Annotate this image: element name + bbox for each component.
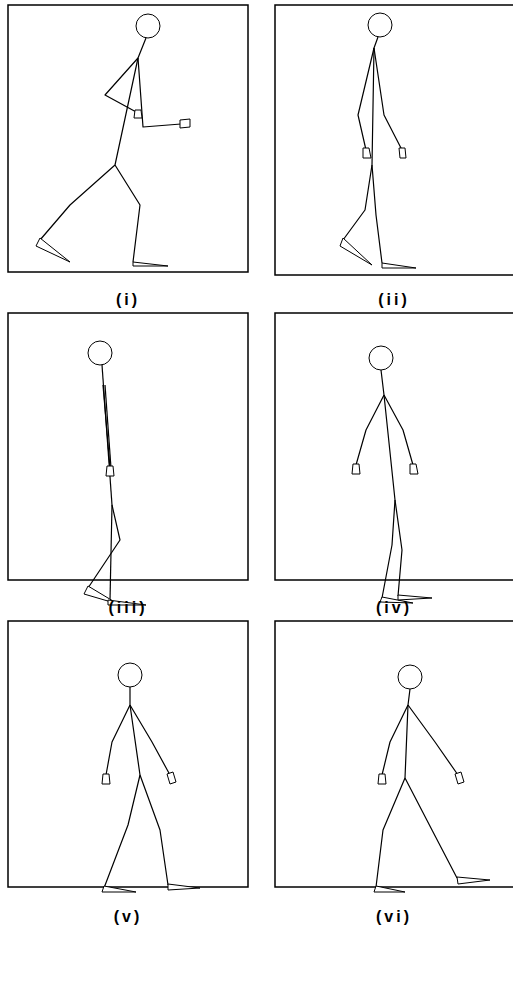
- arm: [138, 58, 181, 127]
- leg: [115, 165, 140, 262]
- leg: [405, 778, 457, 878]
- hand: [180, 119, 190, 128]
- hand: [102, 774, 110, 784]
- panel-caption: (iii): [109, 599, 148, 617]
- torso: [381, 370, 395, 500]
- head: [88, 341, 112, 365]
- hand: [399, 148, 406, 158]
- head: [368, 13, 392, 37]
- leg: [372, 165, 382, 263]
- hand: [134, 110, 142, 118]
- arm: [384, 395, 413, 465]
- leg: [382, 500, 395, 598]
- foot: [36, 238, 70, 262]
- arm: [408, 705, 458, 775]
- foot: [102, 886, 136, 892]
- arm: [374, 48, 402, 150]
- stick-figure: [36, 14, 190, 266]
- hand: [106, 466, 114, 476]
- torso: [102, 365, 112, 505]
- stick-figure: [374, 665, 490, 892]
- leg: [110, 505, 112, 600]
- leg: [104, 775, 140, 888]
- torso: [405, 689, 410, 778]
- panel-caption: (ii): [378, 291, 410, 309]
- head: [369, 346, 393, 370]
- foot: [168, 884, 200, 890]
- leg: [140, 775, 168, 885]
- hand: [455, 772, 464, 784]
- panel-frame: [8, 621, 248, 887]
- panel-frame: [8, 313, 248, 580]
- arm: [358, 48, 374, 150]
- foot: [374, 886, 405, 892]
- hand: [352, 464, 360, 474]
- foot: [133, 262, 168, 266]
- hand: [410, 464, 418, 474]
- head: [118, 663, 142, 687]
- hand: [378, 774, 386, 784]
- panel-caption: (iv): [376, 599, 412, 617]
- hand: [363, 148, 371, 158]
- arm: [356, 395, 384, 465]
- panel-frame: [275, 621, 513, 887]
- arm: [105, 58, 138, 113]
- leg: [376, 778, 405, 887]
- head: [136, 14, 160, 38]
- hand: [167, 772, 176, 784]
- panel-caption: (v): [114, 908, 143, 926]
- panel-frame: [275, 313, 513, 580]
- stick-figure: [84, 341, 146, 605]
- leg: [40, 165, 115, 240]
- arm: [103, 385, 110, 468]
- leg: [88, 505, 120, 588]
- foot: [382, 263, 416, 268]
- panel-caption: (i): [116, 291, 140, 309]
- stick-figure: [352, 346, 432, 603]
- arm: [382, 705, 408, 775]
- stick-figure: [102, 663, 200, 892]
- arm: [105, 385, 111, 468]
- panel-frame: [8, 5, 248, 272]
- torso: [130, 687, 140, 775]
- leg: [395, 500, 402, 596]
- leg: [343, 165, 372, 240]
- panel-caption: (vi): [376, 908, 412, 926]
- foot: [457, 877, 490, 884]
- arm: [130, 705, 170, 775]
- arm: [106, 705, 130, 775]
- panel-frame: [275, 5, 513, 275]
- head: [398, 665, 422, 689]
- stick-figure: [340, 13, 416, 268]
- foot: [340, 238, 372, 265]
